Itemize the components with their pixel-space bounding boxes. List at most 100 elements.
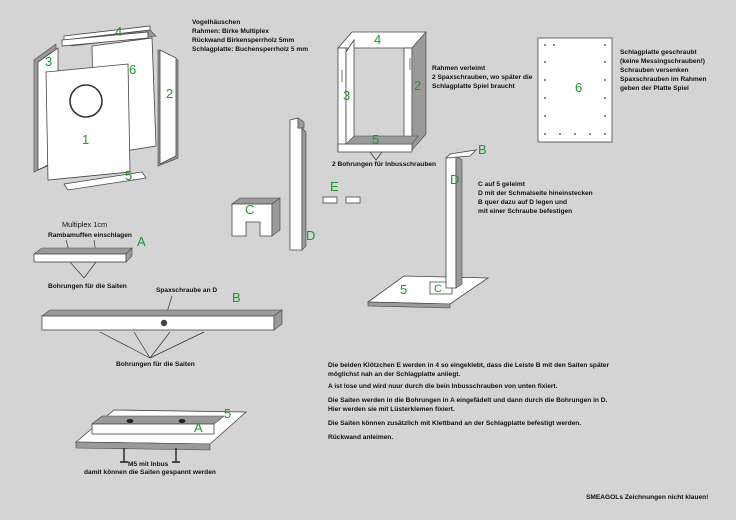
- part-c: C: [231, 197, 281, 237]
- part-a-bore: Bohrungen für die Saiten: [48, 283, 127, 290]
- spec-line-3: Schlagplatte: Buchensperrholz 5 mm: [192, 46, 308, 53]
- stand-base-edge: [367, 301, 451, 309]
- part-a-strip: Multiplex 1cm Rambamuffen einschlagen A …: [33, 220, 146, 290]
- panel-2: [159, 49, 177, 165]
- part-a-title: Multiplex 1cm: [62, 220, 107, 229]
- leader-inbus-2: [375, 151, 383, 161]
- panel-5: [63, 171, 147, 191]
- part-e: E: [322, 179, 361, 204]
- part-d-notch: [297, 117, 305, 129]
- part-e-label: E: [330, 179, 339, 194]
- part-d-side: [301, 127, 307, 251]
- stand-label-d: D: [450, 172, 459, 187]
- stand-post-side: [455, 155, 463, 289]
- frame-bottom-inner: [345, 135, 419, 145]
- part-b-screw: Spaxschraube an D: [156, 287, 217, 294]
- stand-label-b: B: [478, 142, 487, 157]
- stand-assembly: 5 C D B: [366, 142, 490, 309]
- exploded-box: 4 3 6 2 1 5: [33, 24, 179, 191]
- plate-label-6: 6: [575, 80, 582, 95]
- frame-right-side: [411, 31, 427, 151]
- desc-3b: Hier werden sie mit Lüsterklemen fixiert…: [328, 406, 455, 413]
- plate-note: Schlagplatte geschraubt (keine Messingsc…: [620, 49, 706, 92]
- desc-1b: möglichst nah an der Schlagplatte anlieg…: [328, 371, 460, 378]
- strip-a: [33, 253, 127, 263]
- frame-right: [403, 47, 413, 151]
- leader-b-3: [149, 331, 171, 359]
- spec-line-1: Rahmen: Birke Multiplex: [192, 28, 269, 35]
- leader-a-4: [83, 261, 97, 279]
- base-strip-a: [91, 423, 215, 435]
- part-a-sub: Rambamuffen einschlagen: [48, 232, 132, 239]
- panel-1: [45, 63, 131, 181]
- leader-b-1: [99, 331, 151, 359]
- frame-note: Rahmen verleimt 2 Spaxschrauben, wo spät…: [432, 65, 533, 90]
- part-d-label: D: [306, 228, 315, 243]
- material-spec: Vogelhäuschen Rahmen: Birke Multiplex Rü…: [192, 19, 308, 53]
- spec-title: Vogelhäuschen: [192, 19, 240, 26]
- frame-note-3: Schlagplatte Spiel braucht: [432, 83, 516, 90]
- strike-plate: 6: [537, 37, 613, 143]
- plate-note-3: Schrauben versenken: [620, 67, 689, 74]
- leader-b-2: [133, 331, 151, 359]
- bar-b-top: [41, 309, 283, 317]
- frame-note-2: 2 Spaxschrauben, wo später die: [432, 74, 533, 81]
- glue-note-4: mit einer Schraube befestigen: [478, 208, 572, 215]
- stand-label-c: C: [434, 283, 442, 295]
- strip-a-top: [33, 247, 133, 255]
- desc-2: A ist lose und wird nuur durch die bein …: [328, 383, 558, 390]
- panel-4-top: [61, 31, 149, 47]
- base-note-2: damit können die Saiten gespannt werden: [84, 469, 216, 476]
- label-1: 1: [82, 132, 89, 147]
- strip-a-side: [125, 247, 133, 263]
- block-e-2: [345, 196, 361, 204]
- desc-3a: Die Saiten werden in die Bohrungen in A …: [328, 397, 608, 404]
- leader-b-4: [149, 331, 205, 359]
- stand-label-5: 5: [400, 282, 407, 297]
- inbus-hole-1: [126, 419, 134, 423]
- label-3: 3: [45, 54, 52, 69]
- desc-1a: Die beiden Klötzchen E werden in 4 so ei…: [328, 362, 609, 369]
- block-e-1: [322, 196, 338, 204]
- desc-4: Die Saiten können zusätzlich mit Klettba…: [328, 420, 581, 427]
- entrance-hole: [69, 84, 103, 118]
- bar-b-side: [273, 309, 283, 331]
- label-2: 2: [166, 86, 173, 101]
- label-4: 4: [115, 24, 122, 39]
- part-c-side: [271, 197, 281, 237]
- plate-screw-holes: [544, 44, 606, 135]
- plate-note-5: geben der Platte Spiel: [620, 85, 689, 92]
- part-b-label: B: [232, 290, 241, 305]
- plate-note-4: Spaxschrauben im Rahmen: [620, 76, 706, 83]
- frame-label-4: 4: [374, 32, 381, 47]
- plate-note-1: Schlagplatte geschraubt: [620, 49, 697, 56]
- base-label-5: 5: [224, 406, 231, 421]
- footer-note: SMEAGOLs Zeichnungen nicht klauen!: [586, 494, 708, 501]
- spec-line-2: Rückwand Birkensperrholz 5mm: [192, 37, 294, 44]
- label-6: 6: [129, 62, 136, 77]
- plate-6: [537, 37, 613, 143]
- panel-4: [63, 25, 151, 41]
- glue-note-2: D mit der Schmalseite hineinstecken: [478, 190, 593, 197]
- base-note-1: M5 mit Inbus: [128, 461, 169, 468]
- label-5: 5: [125, 168, 132, 183]
- leader-a-3: [69, 261, 85, 279]
- plate-note-2: (keine Messingschrauben!): [620, 58, 705, 65]
- bar-b: [41, 315, 275, 331]
- base-strip-top: [91, 415, 225, 425]
- desc-5: Rückwand anleimen.: [328, 434, 393, 441]
- part-a-label: A: [137, 234, 146, 249]
- screw-hole-b: [160, 319, 168, 327]
- frame-label-3: 3: [343, 88, 350, 103]
- base-assembly: A 5 M5 mit Inbus damit können die Saiten…: [74, 406, 248, 476]
- leader-inbus-1: [369, 151, 377, 161]
- stand-base-5: [366, 275, 490, 305]
- part-b-bore: Bohrungen für die Saiten: [116, 361, 195, 368]
- glue-note: C auf 5 geleimt D mit der Schmalseite hi…: [478, 181, 593, 215]
- description: Die beiden Klötzchen E werden in 4 so ei…: [328, 362, 609, 441]
- bore-inbus-note: 2 Bohrungen für Inbusschrauben: [332, 161, 436, 168]
- frame-note-1: Rahmen verleimt: [432, 65, 486, 72]
- glue-note-1: C auf 5 geleimt: [478, 181, 526, 188]
